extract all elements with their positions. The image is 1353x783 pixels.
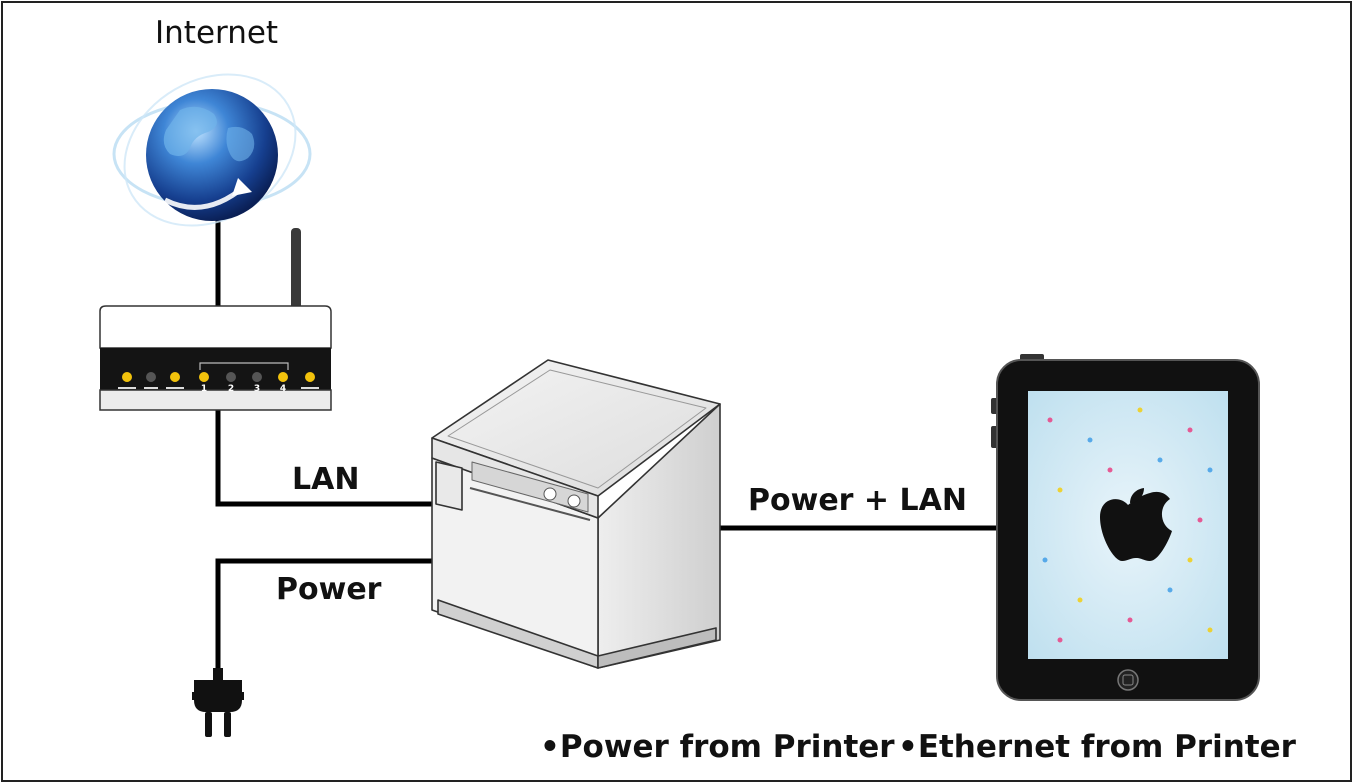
router-icon: 1 2 3 4 (99, 228, 332, 411)
internet-label: Internet (155, 15, 279, 51)
screen-confetti (1042, 407, 1213, 643)
power-lan-label: Power + LAN (748, 483, 967, 518)
router-port-4: 4 (280, 384, 286, 394)
cables (215, 210, 998, 672)
router-port-3: 3 (254, 384, 260, 394)
bullet-ethernet-from-printer: •Ethernet from Printer (898, 729, 1296, 765)
printer-icon (431, 359, 721, 669)
tablet-icon (991, 354, 1260, 701)
home-button (1117, 669, 1139, 691)
lan-label: LAN (292, 462, 360, 497)
bullet-power-from-printer: •Power from Printer (540, 729, 895, 765)
power-cable (215, 558, 432, 672)
apple-logo-icon (1100, 488, 1172, 561)
router-port-2: 2 (228, 384, 234, 394)
power-plug-icon (192, 668, 244, 737)
router-port-1: 1 (201, 384, 207, 394)
power-label: Power (276, 572, 382, 607)
lan-cable (215, 408, 432, 507)
globe-icon (112, 73, 312, 227)
